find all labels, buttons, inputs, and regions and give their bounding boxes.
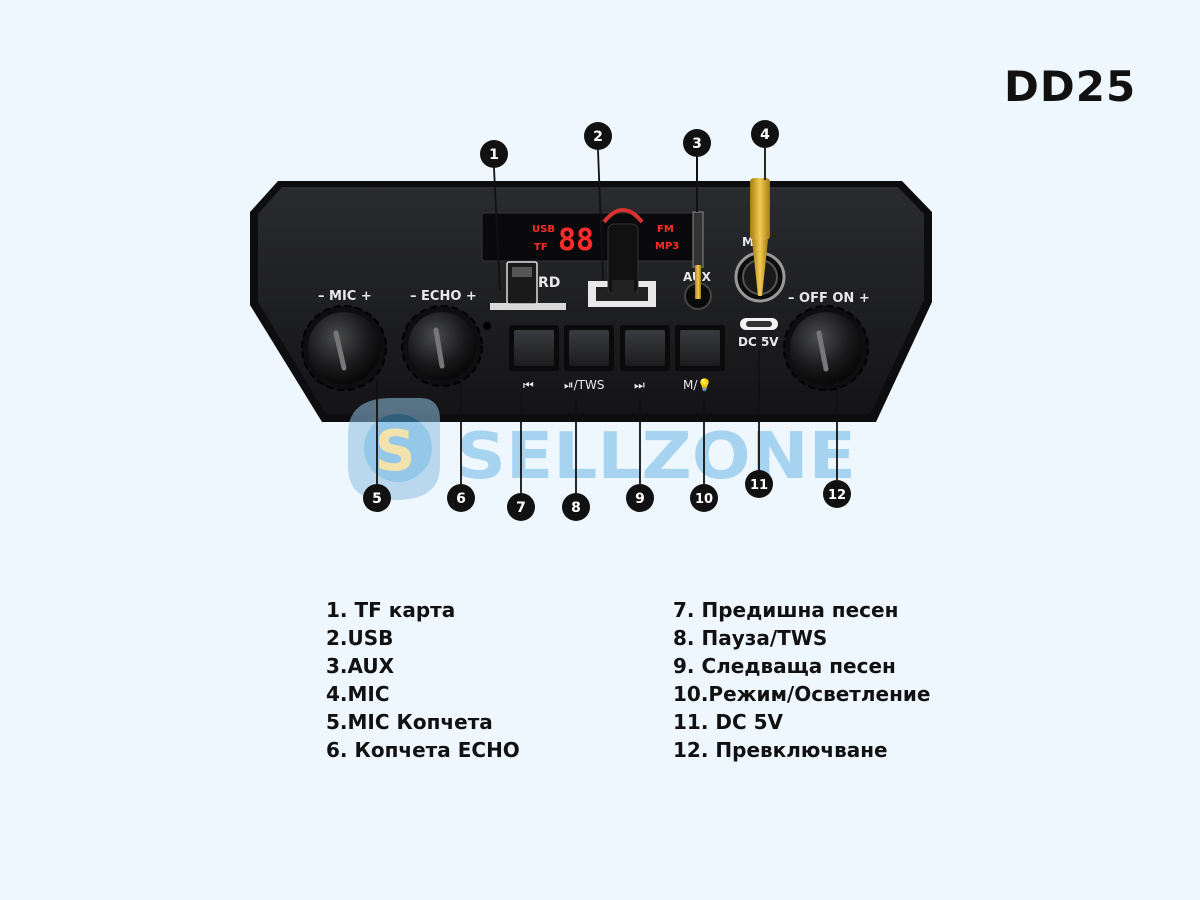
svg-text:2: 2 [593, 129, 603, 145]
legend-item: 4.MIC [326, 682, 390, 706]
legend-item: 7. Предишна песен [673, 598, 899, 622]
mic-jack-label: M [742, 235, 754, 249]
display-fm-text: FM [657, 224, 674, 235]
svg-text:5: 5 [372, 491, 382, 507]
mode-light-button[interactable]: M/💡 [675, 325, 725, 392]
mic-jack[interactable]: M [734, 178, 786, 303]
play-pause-tws-button[interactable]: ⏯/TWS [564, 325, 614, 392]
svg-text:6: 6 [456, 491, 466, 507]
mode-button-label: M/💡 [683, 378, 712, 392]
svg-text:7: 7 [516, 500, 526, 516]
legend-item: 11. DC 5V [673, 710, 784, 734]
callout-leader-lines [376, 148, 838, 493]
callout-12: 12 [823, 480, 851, 508]
callout-11: 11 [745, 470, 773, 498]
callout-1: 1 [480, 140, 508, 168]
svg-text:3: 3 [692, 136, 702, 152]
prev-button-label: ⏮ [523, 378, 534, 392]
svg-text:12: 12 [828, 488, 846, 503]
svg-text:9: 9 [635, 491, 645, 507]
legend-item: 1. TF карта [326, 598, 456, 622]
card-slot-label: RD [538, 275, 560, 291]
display-tf-text: TF [534, 242, 548, 253]
callout-4: 4 [751, 120, 779, 148]
power-knob-label: – OFF ON + [788, 291, 870, 306]
next-button-label: ⏭ [634, 378, 645, 392]
mic-volume-knob[interactable] [301, 305, 387, 391]
usb-port[interactable] [588, 208, 656, 307]
play-button-label: ⏯/TWS [564, 378, 604, 392]
legend-item: 9. Следваща песен [673, 654, 896, 678]
callout-7: 7 [507, 493, 535, 521]
dc-5v-port[interactable]: DC 5V [738, 318, 779, 349]
svg-text:8: 8 [571, 500, 581, 516]
echo-knob-label: – ECHO + [410, 289, 477, 304]
callout-9: 9 [626, 484, 654, 512]
display-mp3-text: MP3 [655, 241, 679, 252]
display-digits: 88 [558, 223, 594, 258]
svg-text:10: 10 [695, 492, 713, 507]
mic-knob-label: – MIC + [318, 289, 372, 304]
callout-3: 3 [683, 129, 711, 157]
prev-button[interactable]: ⏮ [509, 325, 559, 392]
legend-item: 12. Превключване [673, 738, 888, 762]
power-volume-knob[interactable] [783, 305, 869, 391]
svg-text:11: 11 [750, 478, 768, 493]
callout-8: 8 [562, 493, 590, 521]
legend-item: 6. Копчета ECHO [326, 738, 520, 762]
svg-text:4: 4 [760, 127, 770, 143]
dc-label: DC 5V [738, 335, 779, 349]
callout-2: 2 [584, 122, 612, 150]
legend-item: 10.Режим/Осветление [673, 682, 931, 706]
svg-text:S: S [375, 419, 415, 484]
legend-item: 3.AUX [326, 654, 395, 678]
watermark: S SELLZONE [348, 398, 856, 500]
legend-left: 1. TF карта 2.USB 3.AUX 4.MIC 5.MIC Копч… [326, 596, 520, 764]
watermark-text: SELLZONE [456, 420, 856, 494]
legend-right: 7. Предишна песен 8. Пауза/TWS 9. Следва… [673, 596, 931, 764]
callout-10: 10 [690, 484, 718, 512]
legend-item: 5.MIC Копчета [326, 710, 493, 734]
model-title: DD25 [1004, 62, 1137, 111]
tf-card-slot[interactable]: RD [490, 261, 566, 310]
callout-markers: 1 2 3 4 5 6 7 8 9 10 11 12 [363, 120, 851, 521]
legend-item: 8. Пауза/TWS [673, 626, 828, 650]
echo-knob[interactable] [401, 305, 491, 387]
legend-item: 2.USB [326, 626, 394, 650]
callout-6: 6 [447, 484, 475, 512]
callout-5: 5 [363, 484, 391, 512]
led-display: USB TF 88 FM MP3 [481, 212, 695, 262]
display-usb-text: USB [532, 224, 555, 235]
svg-text:1: 1 [489, 147, 499, 163]
next-button[interactable]: ⏭ [620, 325, 670, 392]
aux-jack[interactable]: AUX [683, 150, 712, 310]
